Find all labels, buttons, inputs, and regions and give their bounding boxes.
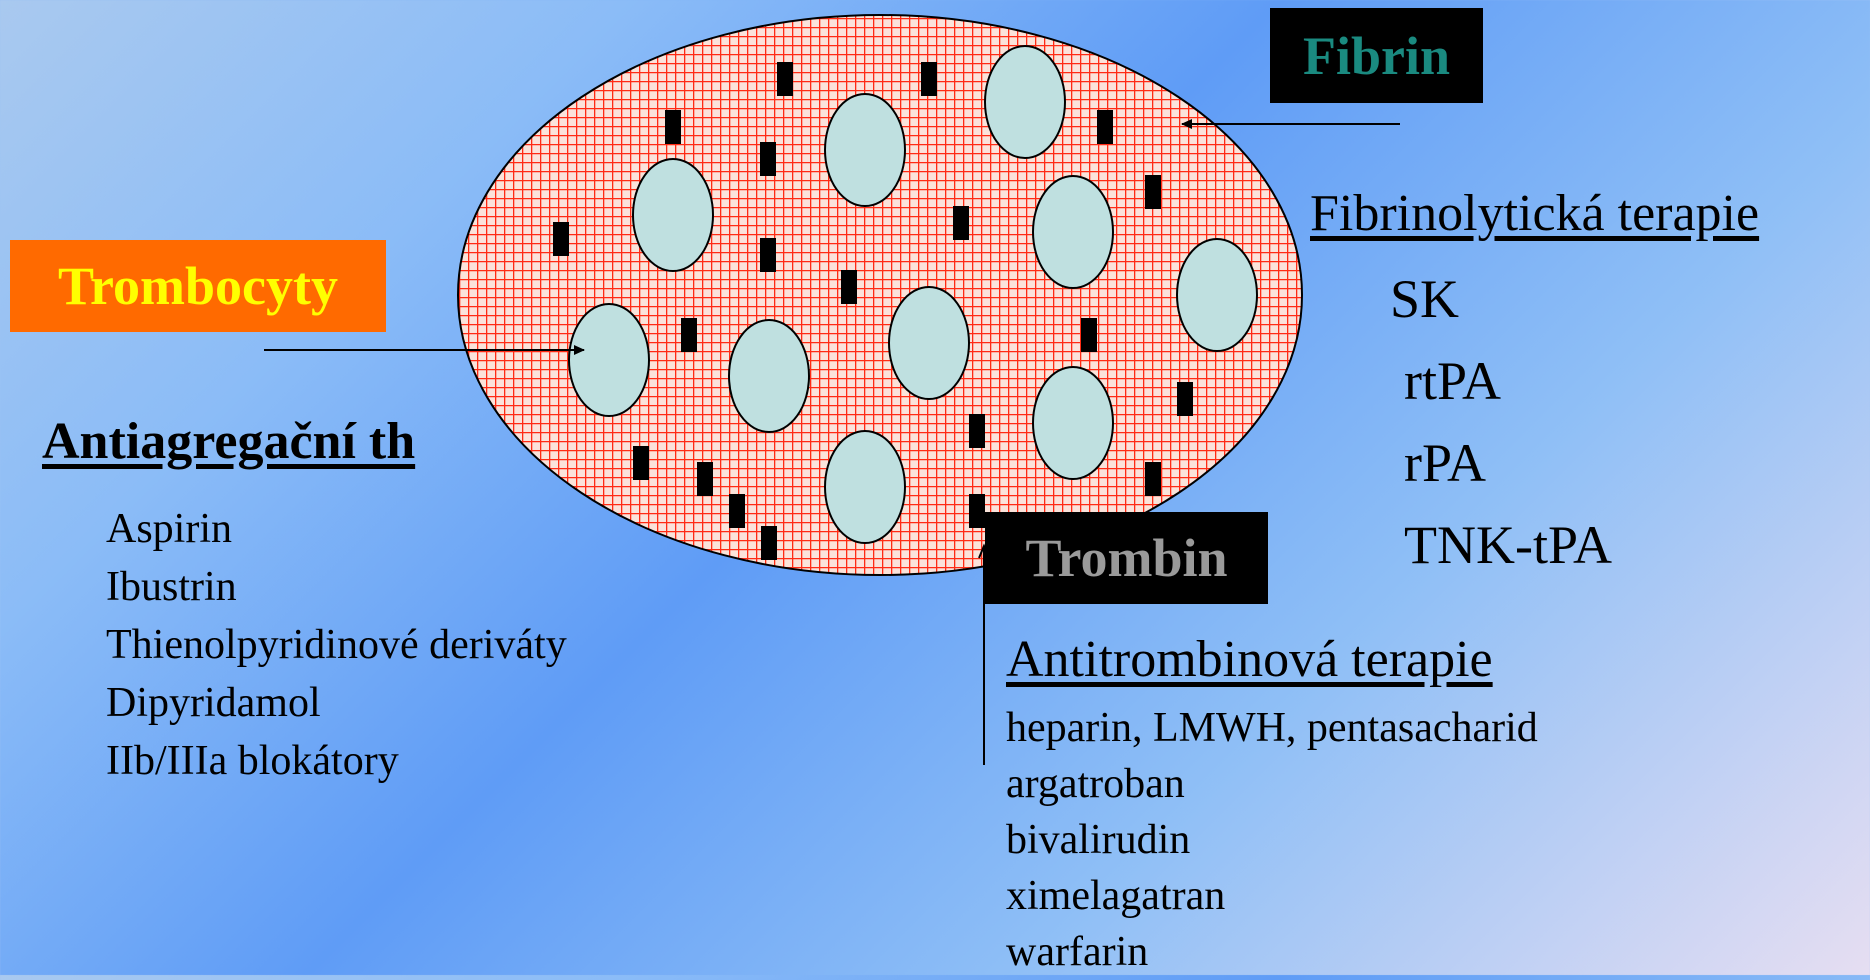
fibrin-strand: [553, 222, 569, 256]
fibrin-strand: [633, 446, 649, 480]
drug-item: rPA: [1390, 422, 1612, 504]
drug-item: SK: [1390, 258, 1612, 340]
drug-item: Ibustrin: [106, 558, 567, 616]
fibrin-strand: [665, 110, 681, 144]
fibrinolyticka-list: SK rtPA rPA TNK-tPA: [1390, 258, 1612, 586]
platelet-cell: [569, 304, 649, 416]
drug-item: Thienolpyridinové deriváty: [106, 616, 567, 674]
fibrin-strand: [1145, 462, 1161, 496]
fibrin-strand: [760, 142, 776, 176]
drug-item: IIb/IIIa blokátory: [106, 732, 567, 790]
trombin-label: Trombin: [985, 512, 1268, 604]
drug-item: bivalirudin: [1006, 812, 1538, 868]
fibrin-strand: [681, 318, 697, 352]
drug-item: argatroban: [1006, 756, 1538, 812]
antitrombinova-list: heparin, LMWH, pentasacharid argatroban …: [1006, 700, 1538, 980]
fibrin-strand: [697, 462, 713, 496]
trombocyty-label: Trombocyty: [10, 240, 386, 332]
drug-item: warfarin: [1006, 924, 1538, 980]
fibrin-strand: [760, 238, 776, 272]
drug-item: Dipyridamol: [106, 674, 567, 732]
fibrin-strand: [921, 62, 937, 96]
fibrin-strand: [761, 526, 777, 560]
fibrin-strand: [777, 62, 793, 96]
fibrin-strand: [969, 494, 985, 528]
antiagregacni-list: Aspirin Ibustrin Thienolpyridinové deriv…: [106, 500, 567, 790]
fibrin-strand: [1081, 318, 1097, 352]
drug-item: heparin, LMWH, pentasacharid: [1006, 700, 1538, 756]
fibrin-strand: [1177, 382, 1193, 416]
platelet-cell: [1033, 367, 1113, 479]
drug-item: TNK-tPA: [1390, 504, 1612, 586]
fibrin-strand: [953, 206, 969, 240]
platelet-cell: [825, 431, 905, 543]
platelet-cell: [633, 159, 713, 271]
antitrombinova-title: Antitrombinová terapie: [1006, 630, 1493, 689]
platelet-cell: [825, 94, 905, 206]
fibrin-strand: [1097, 110, 1113, 144]
antiagregacni-title: Antiagregační th: [42, 412, 415, 471]
fibrinolyticka-title: Fibrinolytická terapie: [1310, 184, 1759, 243]
platelet-cell: [985, 46, 1065, 158]
drug-item: rtPA: [1390, 340, 1612, 422]
fibrin-strand: [1145, 175, 1161, 209]
platelet-cell: [889, 287, 969, 399]
platelet-cell: [1033, 176, 1113, 288]
drug-item: Aspirin: [106, 500, 567, 558]
fibrin-strand: [841, 270, 857, 304]
drug-item: ximelagatran: [1006, 868, 1538, 924]
platelet-cell: [729, 320, 809, 432]
fibrin-label: Fibrin: [1270, 8, 1483, 103]
fibrin-strand: [969, 414, 985, 448]
fibrin-strand: [729, 494, 745, 528]
platelet-cell: [1177, 239, 1257, 351]
